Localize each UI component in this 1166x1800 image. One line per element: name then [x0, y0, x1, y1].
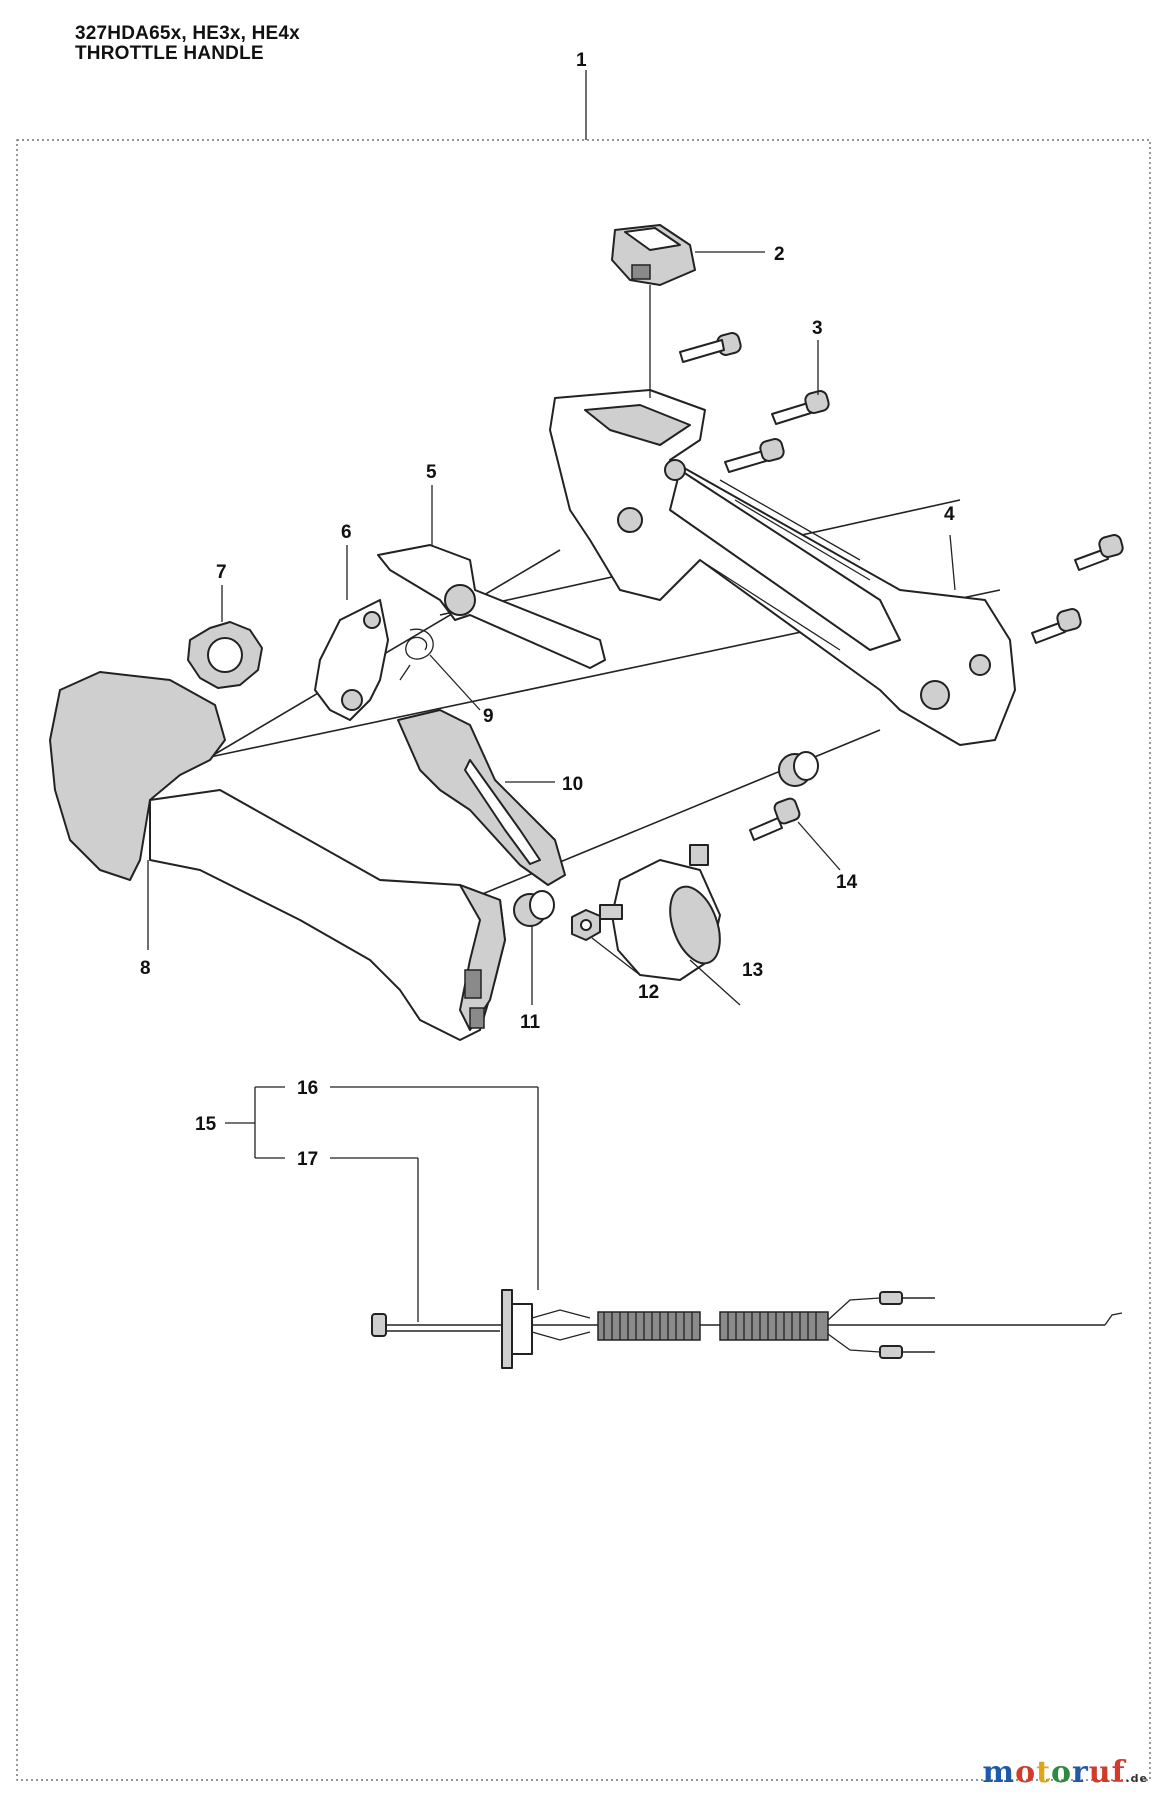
site-watermark: motoruf.de: [982, 1755, 1148, 1790]
handle-housing: [49, 671, 506, 1041]
throttle-cable-assembly: [371, 1289, 1123, 1369]
watermark-letter-o: o: [1015, 1755, 1037, 1790]
callout-5: 5: [426, 462, 437, 483]
watermark-tld: .de: [1125, 1772, 1148, 1785]
nut: [571, 909, 601, 941]
throttle-lever: [397, 709, 566, 886]
torsion-spring: [399, 628, 434, 681]
watermark-letters-uf: uf: [1088, 1755, 1126, 1790]
callout-10: 10: [562, 774, 583, 795]
callout-11: 11: [520, 1012, 541, 1033]
bushing: [513, 890, 555, 927]
callout-14: 14: [836, 872, 858, 893]
watermark-letter-r: r: [1071, 1755, 1089, 1790]
leader-12: [591, 937, 641, 976]
callout-8: 8: [140, 958, 151, 979]
leader-14: [797, 821, 841, 871]
callout-6: 6: [341, 522, 352, 543]
leader-13: [689, 959, 741, 1006]
model-heading: 327HDA65x, HE3x, HE4x: [75, 23, 300, 44]
screws-3: [679, 332, 1124, 644]
watermark-letter-o2: o: [1050, 1755, 1072, 1790]
callout-13: 13: [742, 960, 763, 981]
leader-9: [429, 654, 481, 711]
callout-17: 17: [297, 1149, 318, 1170]
cable-callout-bracket: [225, 1086, 539, 1322]
leader-4: [949, 534, 956, 591]
callout-1: 1: [576, 50, 587, 71]
callout-15: 15: [195, 1114, 217, 1135]
rear-handle-frame: [549, 389, 1016, 746]
watermark-letter-t: t: [1036, 1755, 1051, 1790]
handle-clamp: [599, 844, 721, 981]
stop-switch: [611, 224, 696, 286]
callout-2: 2: [774, 244, 785, 265]
assembly-title: THROTTLE HANDLE: [75, 43, 264, 64]
callout-9: 9: [483, 706, 494, 727]
star-nut: [187, 621, 263, 689]
trigger-lockout: [314, 599, 389, 721]
watermark-letter-m: m: [982, 1755, 1016, 1790]
assembly-boundary: [16, 139, 1151, 1781]
callout-12: 12: [638, 982, 659, 1003]
callout-7: 7: [216, 562, 227, 583]
callout-4: 4: [944, 504, 955, 525]
callout-16: 16: [297, 1078, 318, 1099]
callout-3: 3: [812, 318, 823, 339]
throttle-trigger: [377, 544, 606, 669]
bolt-and-bushing: [749, 751, 819, 841]
